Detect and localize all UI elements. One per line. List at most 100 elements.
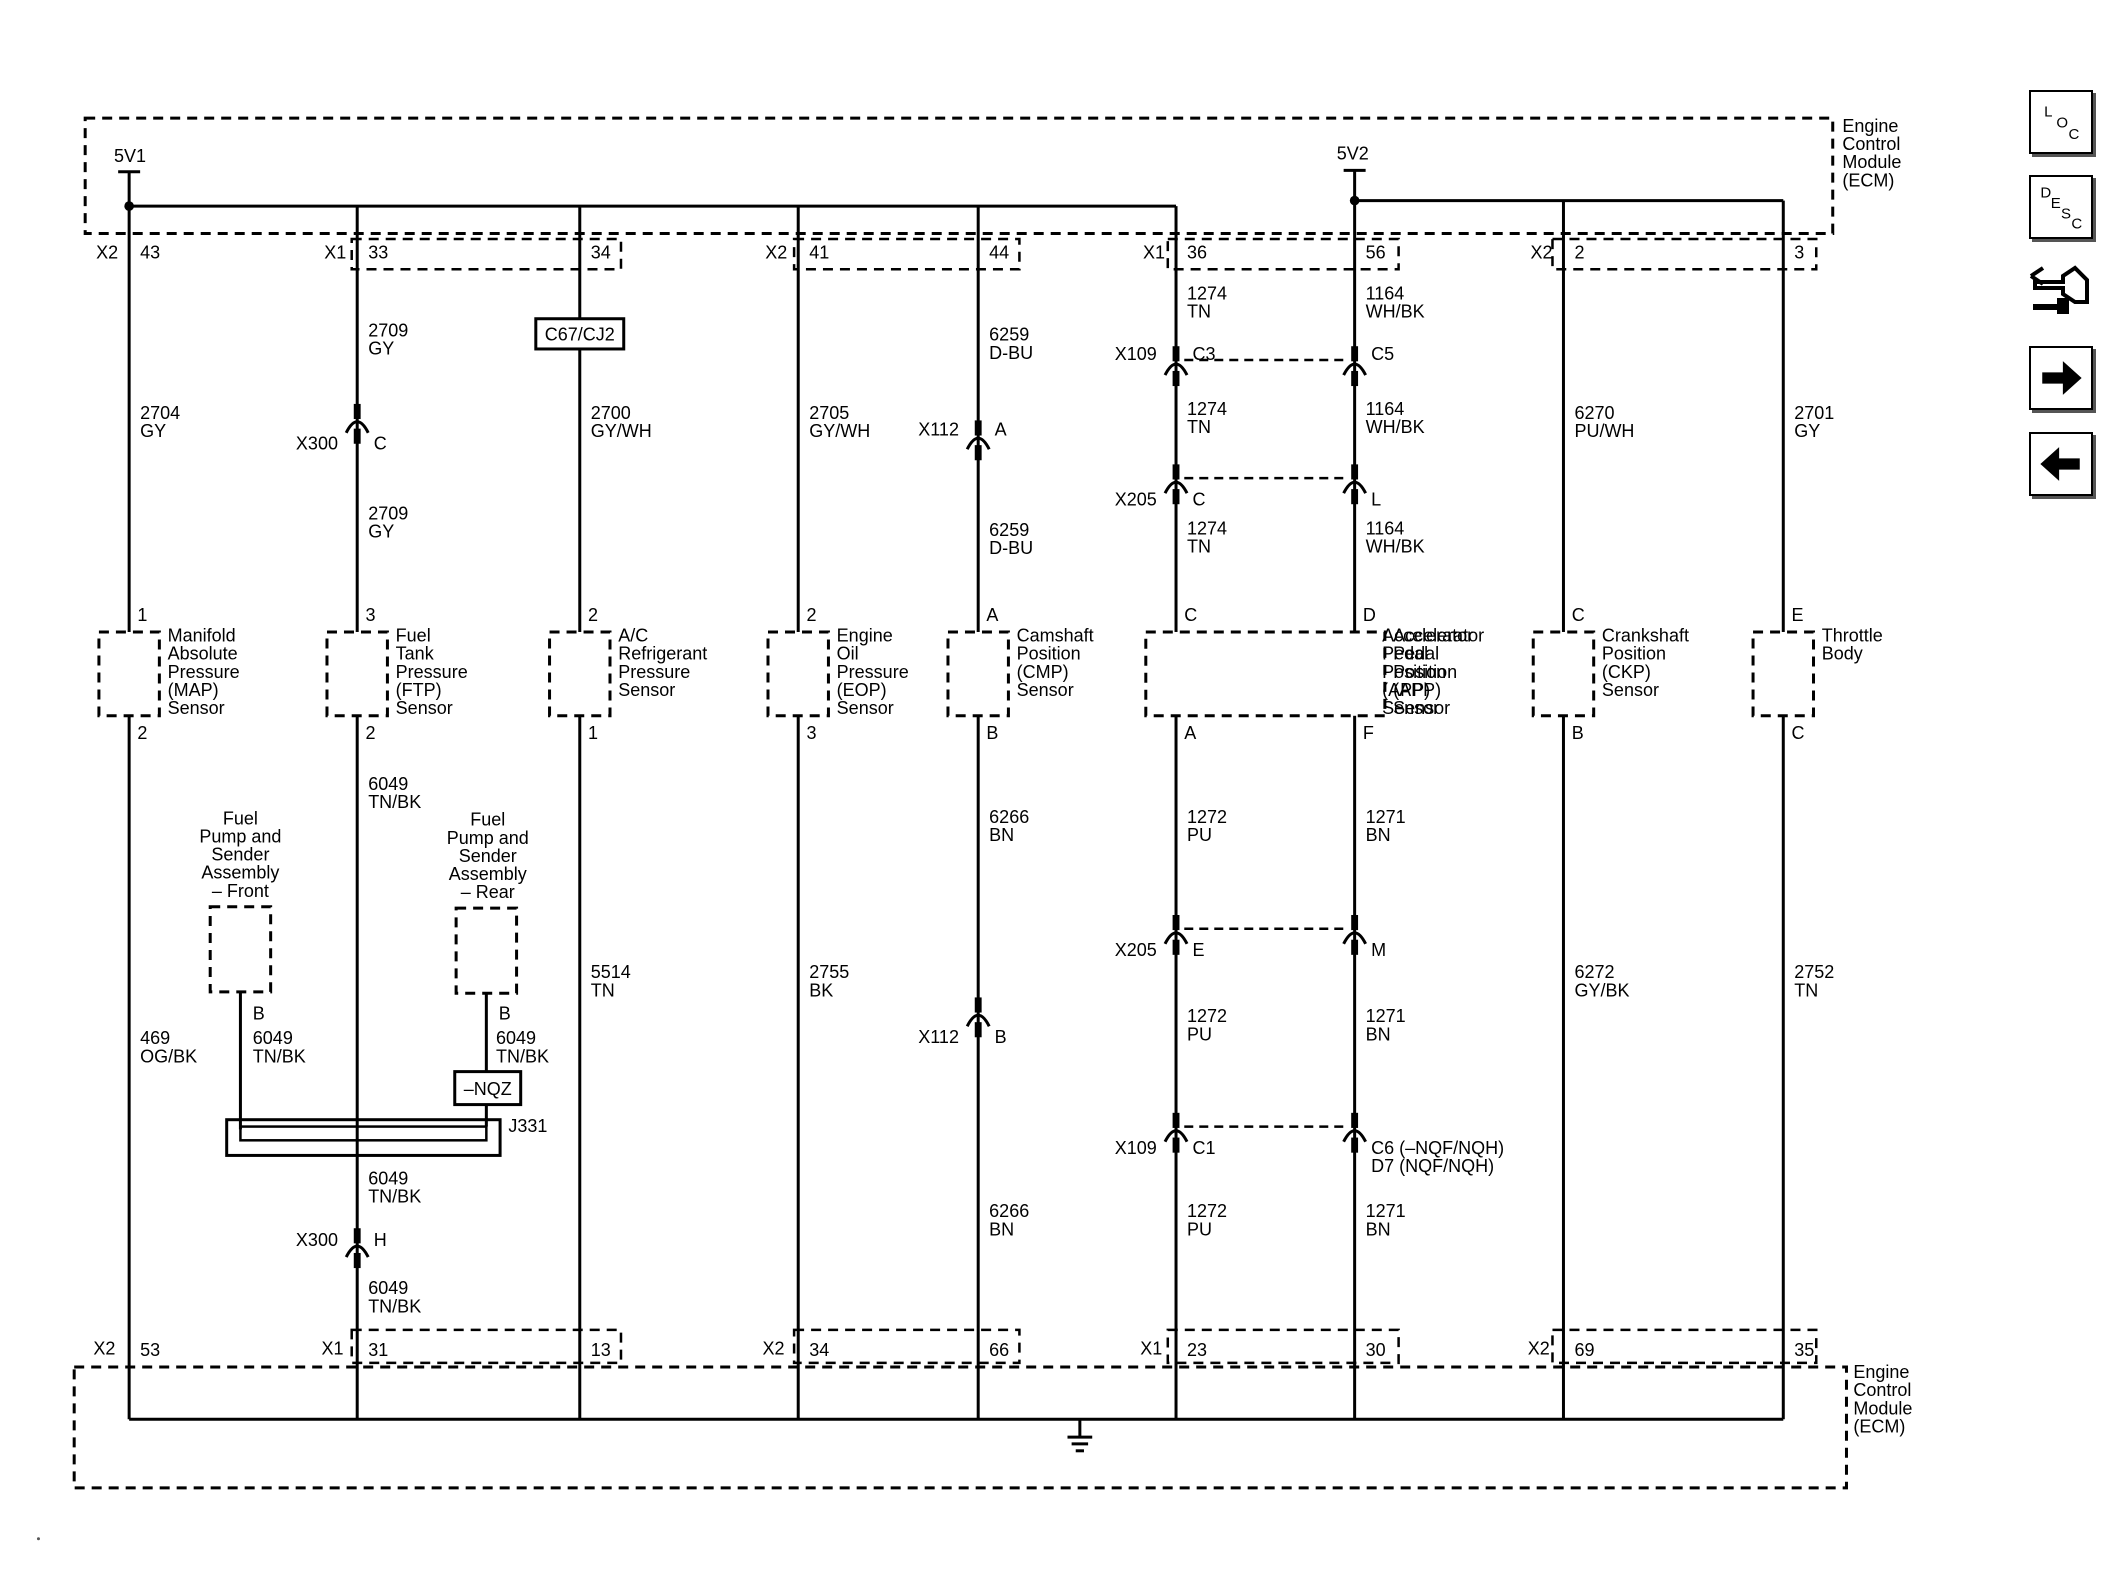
connector-pin: C3	[1193, 344, 1216, 364]
sensor-label-8: (CKP)	[1602, 662, 1651, 682]
ecm-bottom-connector-id: X2	[93, 1339, 115, 1359]
connector-x205	[1342, 931, 1367, 945]
connector-x205	[1342, 480, 1367, 494]
wire-label: 1164	[1366, 518, 1405, 538]
connector-id: X300	[296, 433, 338, 453]
page-mark	[36, 1537, 40, 1541]
wire-label: 1164	[1366, 284, 1405, 304]
ecm-top-housing	[83, 116, 1835, 236]
connector-x205-pin	[1351, 489, 1359, 505]
sensor-label-4: (EOP)	[837, 680, 887, 700]
connector-x109	[1163, 362, 1189, 376]
sensor-pin-bottom: C	[1792, 723, 1805, 743]
connector-pin: B	[995, 1027, 1007, 1047]
sensor-box-5	[946, 630, 1010, 718]
connector-x109-pin	[1172, 346, 1180, 362]
sensor-box-9	[1751, 630, 1816, 718]
connector-pin: L	[1371, 490, 1381, 510]
fuel-pump-front-label: – Front	[212, 881, 269, 901]
app-box-fill	[1151, 640, 1380, 708]
ecm-top-connector-3	[1166, 237, 1400, 271]
wire-label: 2709	[368, 321, 408, 341]
wire-label: 6049	[368, 1168, 408, 1188]
sensor-label-4: Pressure	[837, 662, 909, 682]
connector-x109	[1342, 362, 1367, 376]
fuel-pump-front-label: Sender	[211, 845, 269, 865]
ecm-bottom-connector-4	[1551, 1328, 1818, 1365]
wire-label: GY	[140, 421, 166, 441]
wire-label: BN	[989, 825, 1014, 845]
fuel-pump-front-label: Assembly	[201, 863, 279, 883]
prev-arrow-icon[interactable]	[2029, 432, 2093, 496]
wire-label: TN/BK	[368, 1186, 421, 1206]
sensor-pin-top: C	[1572, 605, 1585, 625]
wire-label: BN	[1366, 825, 1391, 845]
wire-label: GY	[1794, 421, 1820, 441]
connector-x205-pin	[1351, 914, 1359, 931]
sensor-label-1: Absolute	[168, 644, 238, 664]
wire-label: PU	[1187, 1024, 1212, 1044]
wire-label: D-BU	[989, 538, 1033, 558]
sensor-label-3: Sensor	[618, 680, 675, 700]
sensor-box-1	[97, 630, 161, 718]
svg-text:C: C	[2071, 216, 2082, 233]
ecm-bottom-pin-number: 30	[1366, 1340, 1386, 1360]
connector-x109	[1342, 1129, 1367, 1143]
connector-x109-pin	[1172, 370, 1180, 387]
connector-x300-c-pin	[353, 428, 361, 444]
wire-label: 6272	[1574, 962, 1614, 982]
wire-label: GY/WH	[591, 421, 652, 441]
wire-label: 1271	[1366, 1201, 1406, 1221]
svg-text:L: L	[2044, 103, 2052, 120]
ecm-top-pin-number: 36	[1187, 242, 1207, 262]
fuel-pump-rear-label: Sender	[459, 846, 517, 866]
fuel-pump-rear-box	[454, 906, 519, 995]
connector-id: X300	[296, 1230, 338, 1250]
connector-x109	[1163, 1129, 1189, 1143]
connector-x205-pin	[1172, 489, 1180, 505]
connector-x109-pin	[1351, 370, 1359, 387]
sensor-label-1: Pressure	[168, 662, 240, 682]
sensor-label-app: Accelerator	[1393, 626, 1484, 646]
ecm-top-pin-number: 33	[368, 242, 388, 262]
connector-x112-a-pin	[974, 420, 982, 436]
wire-label: TN	[1794, 980, 1818, 1000]
ecm-bottom-connector-2	[792, 1328, 1021, 1365]
connector-x205-pin	[1351, 939, 1359, 955]
ecm-top-pin-number: 56	[1366, 242, 1386, 262]
wire-label: 1274	[1187, 518, 1227, 538]
fuel-pump-front-pin: B	[253, 1003, 265, 1023]
splice-label: J331	[508, 1116, 547, 1136]
next-arrow-icon[interactable]	[2029, 346, 2093, 410]
wire-label: 5514	[591, 962, 631, 982]
connector-x109-pin	[1351, 1112, 1359, 1128]
wire-label: 6270	[1574, 403, 1614, 423]
sensor-label-app: (APP)	[1393, 680, 1441, 700]
ecm-bottom-pin-number: 13	[591, 1340, 611, 1360]
connector-id: X112	[918, 1027, 959, 1047]
ecm-bottom-connector-3	[1166, 1328, 1400, 1365]
connector-icon[interactable]	[2029, 258, 2093, 322]
ecm-bottom-pin-number: 66	[989, 1340, 1009, 1360]
wire-label: WH/BK	[1366, 302, 1425, 322]
ecm-bottom-label: Engine	[1853, 1362, 1909, 1382]
ecm-top-pin-number: 41	[809, 242, 829, 262]
wire-label: 6266	[989, 1201, 1029, 1221]
sensor-label-7: Accelerator	[1382, 626, 1473, 646]
sensor-label-5: (CMP)	[1017, 662, 1069, 682]
wire-label: BN	[1366, 1219, 1391, 1239]
sensor-label-2: Tank	[396, 644, 435, 664]
wire-label: TN	[1187, 302, 1211, 322]
wire-label: TN/BK	[368, 792, 421, 812]
ecm-bottom-housing	[72, 1365, 1848, 1490]
svg-text:S: S	[2061, 205, 2071, 222]
ecm-top-pin-number: 34	[591, 242, 611, 262]
ecm-top-pin-number: 3	[1794, 242, 1804, 262]
connector-id: X205	[1115, 940, 1157, 960]
wire-label: 2755	[809, 962, 849, 982]
wire-label: PU/WH	[1574, 421, 1634, 441]
connector-x112-b-pin	[974, 1022, 982, 1038]
wire-label: 1271	[1366, 1006, 1406, 1026]
